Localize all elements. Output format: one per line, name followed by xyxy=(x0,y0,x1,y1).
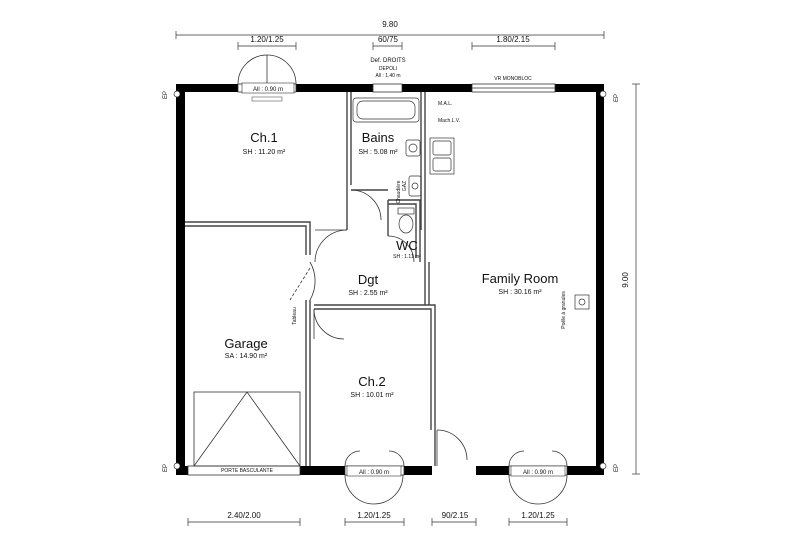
room-name-ch1: Ch.1 xyxy=(250,130,277,145)
def-droits-line3: All : 1.40 m xyxy=(375,73,400,79)
tableau-label: Tableau xyxy=(292,307,298,325)
dimension-lines xyxy=(175,31,640,526)
def-droits-line2: DEPOLI xyxy=(379,66,397,72)
all-label-bottom-2: All : 0.90 m xyxy=(523,470,553,476)
dim-bottom-2: 1.20/1.25 xyxy=(357,511,391,520)
dim-top-total: 9.80 xyxy=(382,20,398,29)
doors xyxy=(193,54,568,505)
room-area-ch1: SH : 11.20 m² xyxy=(243,149,286,156)
dim-bottom-4: 1.20/1.25 xyxy=(521,511,555,520)
radiator-ch1 xyxy=(251,96,283,102)
room-area-bains: SH : 5.08 m² xyxy=(358,149,398,156)
interior-partitions xyxy=(185,92,436,466)
room-name-garage: Garage xyxy=(224,336,267,351)
all-label-box-bottom-2 xyxy=(510,465,566,477)
dim-bottom-1: 2.40/2.00 xyxy=(227,511,261,520)
fixtures xyxy=(352,97,590,310)
dim-top-window-2: 60/75 xyxy=(378,35,399,44)
ep-label-top-right: EP xyxy=(614,94,620,102)
dim-top-window-1: 1.20/1.25 xyxy=(250,35,284,44)
all-label-top: All : 0.90 m xyxy=(253,87,283,93)
porte-basculante-label: PORTE BASCULANTE xyxy=(221,468,274,474)
vr-monobloc-label: VR MONOBLOC xyxy=(494,76,532,82)
ep-label-top-left: EP xyxy=(163,91,169,99)
downpipes xyxy=(173,90,607,470)
room-area-wc: SH : 1.11 m² xyxy=(393,254,421,260)
all-label-box-top xyxy=(241,82,295,94)
room-area-ch2: SH : 10.01 m² xyxy=(350,392,394,399)
dim-top-window-3: 1.80/2.15 xyxy=(496,35,530,44)
mach-lv-label: Mach.L.V. xyxy=(438,118,460,124)
exterior-walls xyxy=(176,84,604,475)
room-name-family: Family Room xyxy=(482,271,559,286)
dim-bottom-3: 90/2.15 xyxy=(442,511,469,520)
room-name-wc: WC xyxy=(396,238,418,253)
room-name-ch2: Ch.2 xyxy=(358,374,385,389)
room-name-bains: Bains xyxy=(362,130,395,145)
room-name-dgt: Dgt xyxy=(358,272,379,287)
all-label-bottom-1: All : 0.90 m xyxy=(359,470,389,476)
ep-label-bottom-left: EP xyxy=(163,464,169,472)
def-droits-line1: Def. DROITS xyxy=(370,58,405,64)
room-area-family: SH : 30.16 m² xyxy=(498,289,542,296)
all-label-box-bottom-1 xyxy=(346,465,402,477)
gaz-label: GAZ xyxy=(402,181,408,191)
dim-right-total: 9.00 xyxy=(621,272,630,288)
room-area-garage: SA : 14.90 m² xyxy=(225,353,268,360)
mal-label: M.A.L. xyxy=(438,101,452,107)
chaudiere-label: Chaudière xyxy=(396,180,402,203)
poele-label: Poêle à granules xyxy=(561,291,567,329)
ep-label-bottom-right: EP xyxy=(614,464,620,472)
room-area-dgt: SH : 2.55 m² xyxy=(348,290,388,297)
